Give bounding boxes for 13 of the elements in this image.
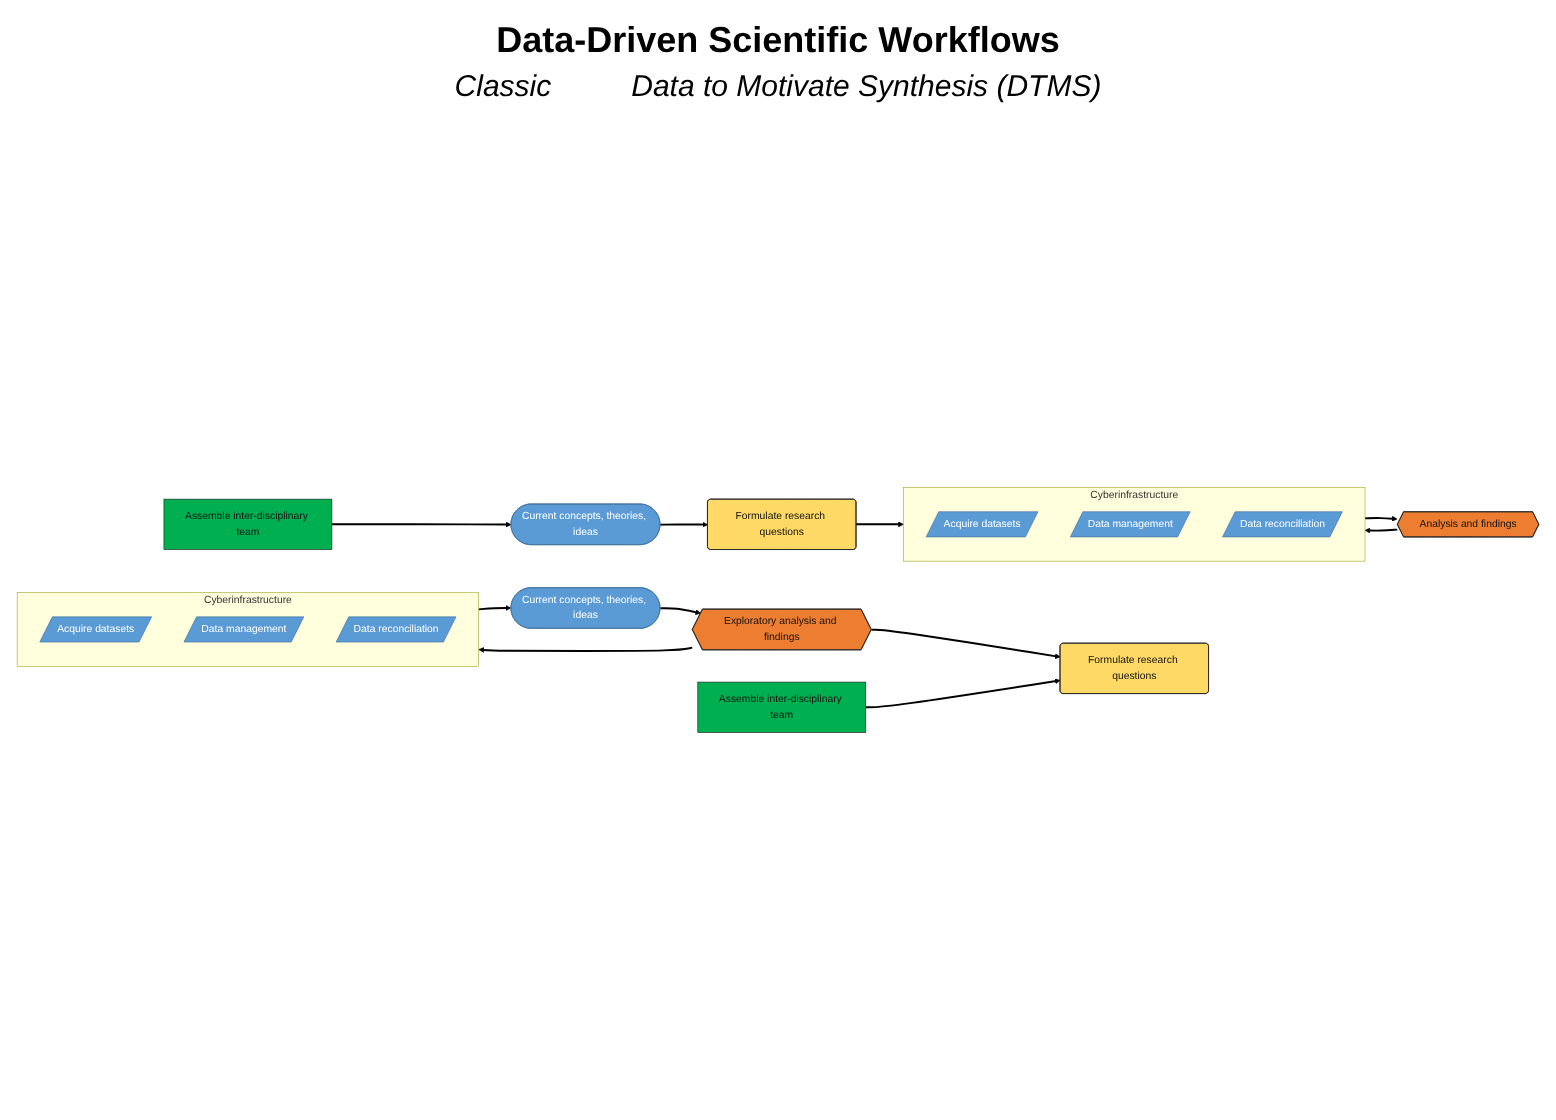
arrow xyxy=(330,521,512,528)
arrow xyxy=(477,605,512,611)
diagram-title: Data-Driven Scientific Workflows xyxy=(496,20,1060,62)
arrow xyxy=(855,521,904,528)
section-label: Classic xyxy=(454,70,552,104)
arrow xyxy=(1364,527,1399,534)
arrow xyxy=(870,628,1061,659)
arrow xyxy=(659,521,709,528)
arrow xyxy=(659,607,702,615)
arrow xyxy=(478,646,694,653)
section-label: Data to Motivate Synthesis (DTMS) xyxy=(631,70,1102,104)
arrow xyxy=(864,678,1061,709)
arrow xyxy=(1364,515,1398,522)
